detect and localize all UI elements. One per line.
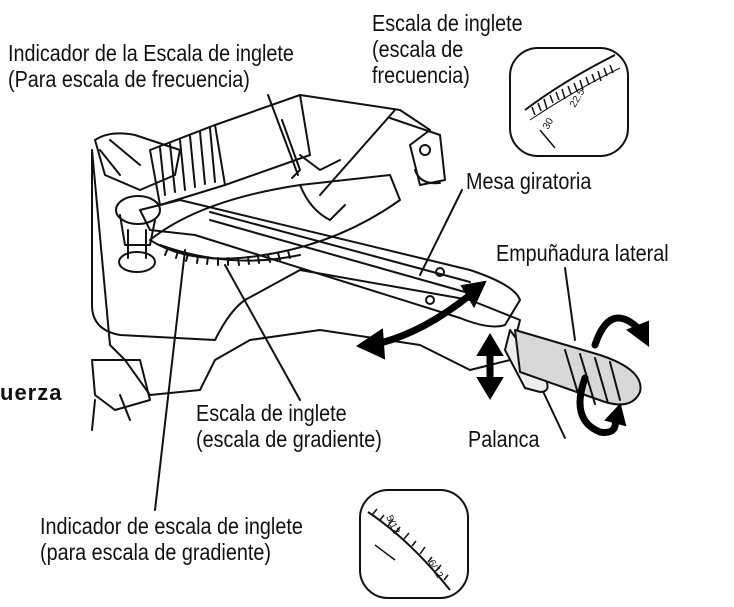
fence-top-right (299, 94, 431, 146)
label-fuerza-fragment: uerza (0, 380, 63, 405)
frequency-inset-pointer (539, 129, 556, 149)
motion-arrows (355, 280, 649, 436)
rotating-arm (139, 199, 521, 328)
turntable-hub (299, 184, 346, 221)
fence-right (214, 94, 311, 186)
handle-rotation-arrow-bottom (576, 374, 619, 436)
label-indicador-gradiente-line2: (para escala de gradiente) (40, 539, 271, 565)
frequency-inset-arc (524, 54, 616, 111)
fence-bolt (419, 144, 431, 156)
label-indicador-frecuencia-line1: Indicador de la Escala de inglete (8, 40, 294, 66)
side-handle (514, 329, 642, 406)
frequency-inset-tick-30: 30 (541, 116, 556, 132)
frequency-indicator-pointer (281, 119, 301, 179)
frequency-scale-inset (509, 47, 629, 157)
label-mesa-giratoria: Mesa giratoria (466, 168, 592, 194)
frequency-inset-arc-inner (529, 67, 621, 121)
label-palanca: Palanca (468, 426, 540, 452)
label-indicador-gradiente-line1: Indicador de escala de inglete (40, 513, 303, 539)
label-empunadura-lateral: Empuñadura lateral (496, 240, 669, 266)
fence-bracket-foot (414, 169, 441, 185)
label-indicador-gradiente: Indicador de escala de inglete (para esc… (40, 513, 303, 565)
frequency-inset-frame (509, 47, 629, 157)
frequency-scale-mark (299, 154, 341, 171)
gradient-scale-inset (359, 489, 469, 599)
vertical-arrow-head-up (476, 333, 504, 356)
table-rotation-arrow (368, 291, 474, 349)
label-escala-frecuencia-line3: frecuencia) (372, 62, 470, 88)
label-escala-gradiente: Escala de inglete (escala de gradiente) (196, 400, 382, 452)
handle-rotation-arrow-top-head (625, 320, 649, 347)
gradient-inset-arc (367, 511, 451, 591)
clamp-knob-base (118, 251, 156, 273)
label-escala-frecuencia-line1: Escala de inglete (372, 10, 523, 36)
clamp-post (127, 229, 147, 259)
label-escala-frecuencia: Escala de inglete (escala de frecuencia) (372, 10, 523, 88)
arm-rivet-2 (435, 267, 445, 277)
saw-base-lower-edge (91, 394, 131, 431)
turntable-scale-edge (159, 244, 301, 262)
label-indicador-frecuencia: Indicador de la Escala de inglete (Para … (8, 40, 294, 92)
leader-escala-gradiente (224, 264, 301, 401)
saw-base-outline (91, 149, 521, 396)
arm-rivet (425, 295, 435, 305)
gradient-inset-ticks (371, 508, 449, 581)
label-escala-gradiente-line2: (escala de gradiente) (196, 426, 382, 452)
label-indicador-frecuencia-line2: (Para escala de frecuencia) (8, 66, 250, 92)
vertical-arrow-head-down (476, 377, 504, 400)
saw-base-left-foot (91, 359, 151, 411)
gradient-inset-pointer (374, 544, 396, 561)
leader-indicator-frequency (267, 94, 299, 176)
gradient-inset-tick-6-12: 6/12 (425, 558, 444, 581)
label-escala-gradiente-line1: Escala de inglete (196, 400, 347, 426)
leader-scale-frequency (319, 109, 396, 196)
label-escala-frecuencia-line2: (escala de (372, 36, 464, 62)
leader-indicador-gradiente (154, 249, 186, 511)
saw-left-panel (94, 132, 181, 191)
clamp-knob-shaft (119, 214, 156, 246)
leader-empunadura-lateral (564, 267, 576, 341)
handle-rotation-arrow-top (591, 314, 644, 349)
table-rotation-arrow-head-right (460, 280, 487, 309)
table-rotation-arrow-head-left (355, 328, 386, 360)
frequency-inset-ticks (531, 64, 614, 116)
arm-center-slot (209, 211, 471, 293)
frequency-inset-tick-22-5: 22.5 (568, 87, 587, 110)
fence-ribs (159, 127, 216, 196)
gradient-inset-frame (359, 489, 469, 599)
turntable-outline (149, 174, 401, 260)
leader-mesa-giratoria (419, 189, 463, 276)
clamp-knob (115, 195, 161, 225)
saw-left-panel-rim (99, 139, 141, 176)
handle-rotation-arrow-bottom-head (604, 402, 627, 427)
leader-palanca (539, 384, 566, 439)
